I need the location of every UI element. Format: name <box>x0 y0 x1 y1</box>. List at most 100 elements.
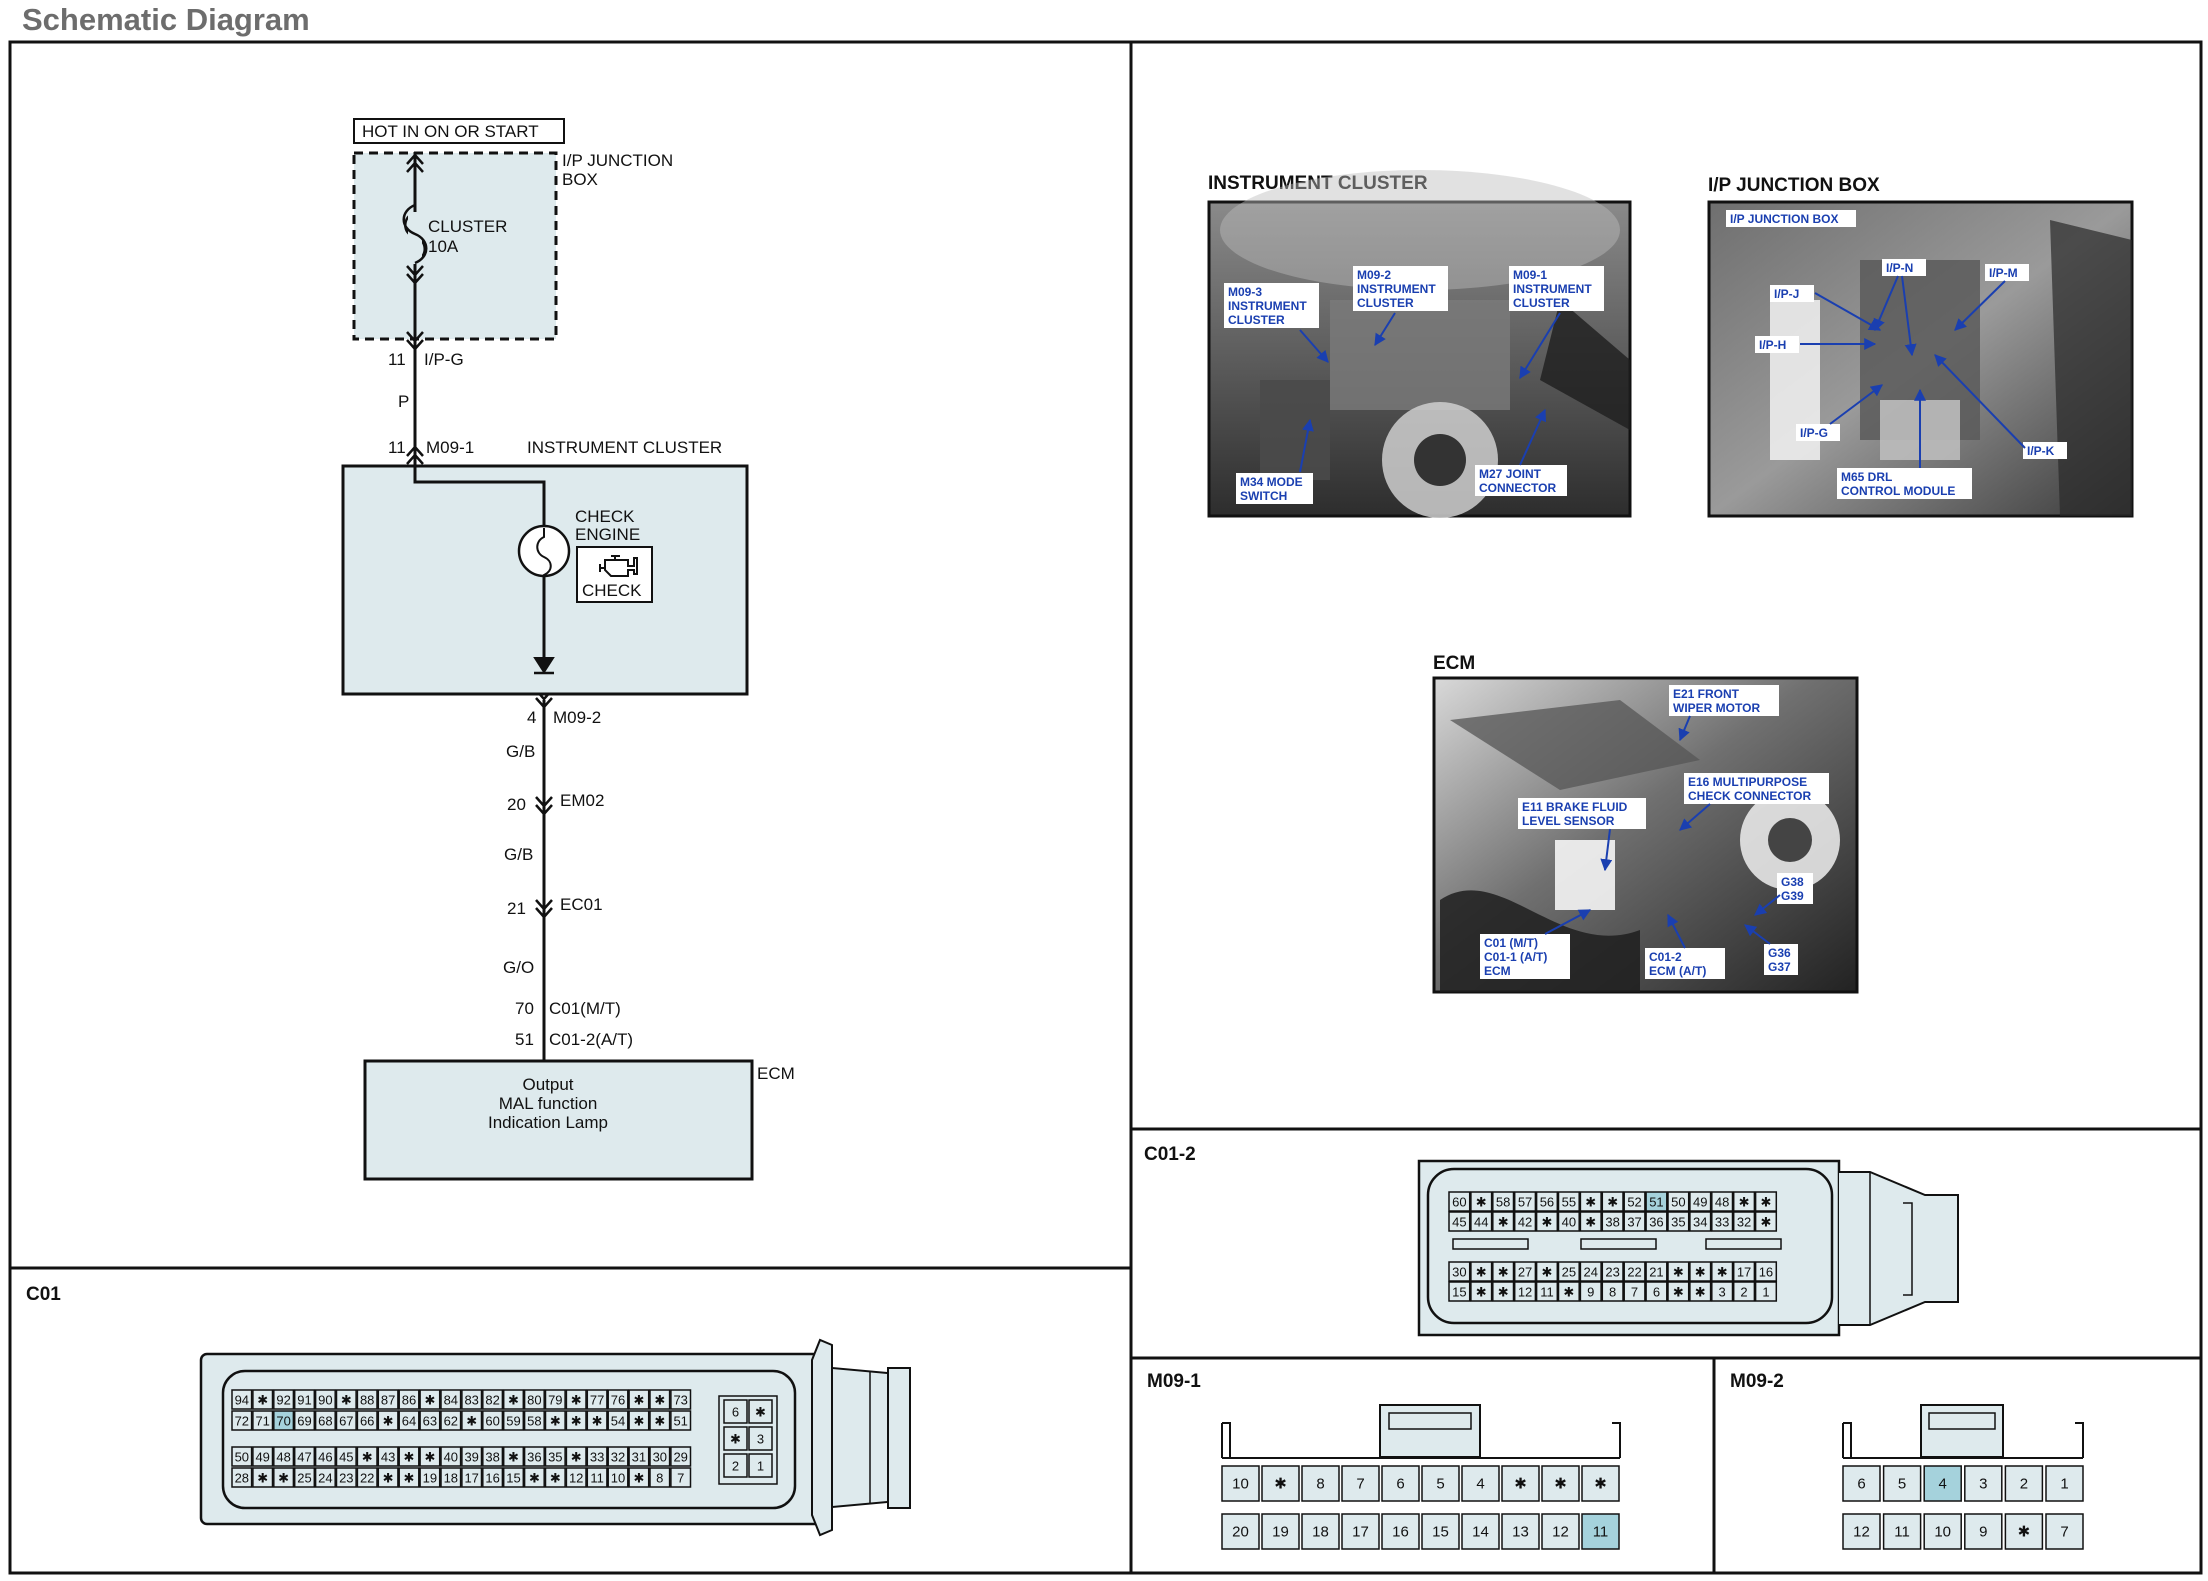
pin-blank: ✱ <box>1498 1215 1509 1230</box>
pin-7-cell <box>2045 1513 2084 1550</box>
pin-blank: ✱ <box>571 1414 582 1429</box>
pin-7: 7 <box>1631 1285 1638 1300</box>
pin-16: 16 <box>1759 1265 1773 1280</box>
pin-45-cell <box>335 1446 357 1467</box>
pin-side-blank: ✱ <box>755 1405 766 1420</box>
pin-5: 5 <box>1436 1476 1444 1493</box>
pin-36: 36 <box>527 1450 541 1465</box>
pin-side-3: 3 <box>757 1432 764 1447</box>
pin-50-cell <box>1667 1191 1690 1212</box>
pin-60-cell <box>1448 1191 1471 1212</box>
photo-title-ecm: ECM <box>1433 653 1475 674</box>
svg-text:CHECK CONNECTOR: CHECK CONNECTOR <box>1688 789 1811 803</box>
pin-blank-cell <box>1492 1211 1515 1232</box>
diode-symbol <box>533 657 555 674</box>
pin-35: 35 <box>1671 1215 1685 1230</box>
pin-29: 29 <box>673 1450 687 1465</box>
pin-side-1-cell <box>748 1453 773 1478</box>
pin-22: 22 <box>360 1471 374 1486</box>
pin-30-cell <box>1448 1261 1471 1282</box>
pin-70: 70 <box>276 1414 290 1429</box>
pin-92: 92 <box>276 1393 290 1408</box>
pin-7: 7 <box>677 1471 684 1486</box>
svg-text:CLUSTER: CLUSTER <box>1513 296 1570 310</box>
pin-44-cell <box>1470 1211 1493 1232</box>
photo-title-instrument-cluster: INSTRUMENT CLUSTER <box>1208 173 1428 194</box>
connector-label-m09-2: M09-2 <box>553 708 601 727</box>
pin-17-cell <box>461 1467 483 1488</box>
instrument-cluster-label: INSTRUMENT CLUSTER <box>527 438 722 457</box>
pin-blank: ✱ <box>424 1393 435 1408</box>
check-icon-label: CHECK <box>582 581 642 600</box>
pin-11-cell <box>1535 1281 1559 1302</box>
pin-79: 79 <box>548 1393 562 1408</box>
pin-63: 63 <box>423 1414 437 1429</box>
pin-3: 3 <box>1719 1285 1726 1300</box>
pin-15: 15 <box>1452 1285 1466 1300</box>
pin-blank-cell <box>1535 1261 1559 1282</box>
pin-19: 19 <box>423 1471 437 1486</box>
pin-label-m09-2: 4 <box>527 708 536 727</box>
pin-36-cell <box>523 1446 545 1467</box>
pin-86-cell <box>398 1389 420 1410</box>
pin-blank-cell <box>1541 1465 1580 1502</box>
svg-text:G37: G37 <box>1768 960 1791 974</box>
pin-8-cell <box>1601 1281 1624 1302</box>
pin-15-cell <box>502 1467 525 1488</box>
pin-side-blank: ✱ <box>730 1432 741 1447</box>
pin-77-cell <box>586 1389 608 1410</box>
pin-5-cell <box>1882 1465 1922 1502</box>
pin-64-cell <box>398 1410 420 1431</box>
photo-ecm: ECM E21 FRONT WIPER MOTOR E16 MULTIPURPO… <box>1432 653 1859 994</box>
pin-blank: ✱ <box>1541 1215 1552 1230</box>
pin-24-cell <box>1579 1261 1602 1282</box>
pin-86: 86 <box>402 1393 416 1408</box>
pin-side-6: 6 <box>732 1405 739 1420</box>
pin-40: 40 <box>444 1450 458 1465</box>
pin-40-cell <box>1557 1211 1580 1232</box>
pin-58-cell <box>1492 1191 1515 1212</box>
junction-box <box>352 151 558 341</box>
pin-50: 50 <box>1671 1195 1685 1210</box>
pin-22: 22 <box>1627 1265 1641 1280</box>
pin-10: 10 <box>611 1471 625 1486</box>
pin-blank: ✱ <box>1476 1265 1487 1280</box>
pin-42-cell <box>1513 1211 1537 1232</box>
pin-7-cell <box>670 1467 692 1488</box>
pin-17: 17 <box>1737 1265 1751 1280</box>
pin-84-cell <box>440 1389 462 1410</box>
pin-side-blank-cell <box>723 1426 748 1451</box>
pin-15: 15 <box>1432 1524 1449 1541</box>
junction-box-label-1: I/P JUNCTION <box>562 151 673 170</box>
pin-30: 30 <box>1452 1265 1466 1280</box>
pin-19-cell <box>419 1467 441 1488</box>
pin-blank-cell <box>1557 1281 1580 1302</box>
pin-32-cell <box>1732 1211 1756 1232</box>
power-source-label: HOT IN ON OR START <box>362 122 539 141</box>
pin-46-cell <box>314 1446 336 1467</box>
pin-18-cell <box>440 1467 462 1488</box>
pin-blank: ✱ <box>571 1450 582 1465</box>
pin-blank-cell <box>356 1446 378 1467</box>
pin-12-cell <box>1513 1281 1537 1302</box>
pin-19: 19 <box>1272 1524 1289 1541</box>
photo-ip-junction-box: I/P JUNCTION BOX I/P JUNCTION BOX I/P-N … <box>1707 175 2134 518</box>
pin-18: 18 <box>1312 1524 1329 1541</box>
pin-30-cell <box>649 1446 671 1467</box>
pin-22-cell <box>1623 1261 1646 1282</box>
connector-label-c01-2: C01-2(A/T) <box>549 1030 633 1049</box>
connector-label-ipg: I/P-G <box>424 350 464 369</box>
pin-blank-cell <box>628 1410 650 1431</box>
pin-blank: ✱ <box>1514 1476 1527 1493</box>
pin-12-cell <box>565 1467 587 1488</box>
pin-blank-cell <box>628 1467 650 1488</box>
svg-text:C01-1 (A/T): C01-1 (A/T) <box>1484 950 1547 964</box>
svg-text:G36: G36 <box>1768 946 1791 960</box>
pin-23-cell <box>335 1467 357 1488</box>
pin-58: 58 <box>1496 1195 1510 1210</box>
pin-blank: ✱ <box>257 1471 268 1486</box>
svg-text:I/P JUNCTION BOX: I/P JUNCTION BOX <box>1730 212 1838 226</box>
pin-55: 55 <box>1562 1195 1576 1210</box>
pin-blank-cell <box>1732 1191 1756 1212</box>
pin-60: 60 <box>1452 1195 1466 1210</box>
